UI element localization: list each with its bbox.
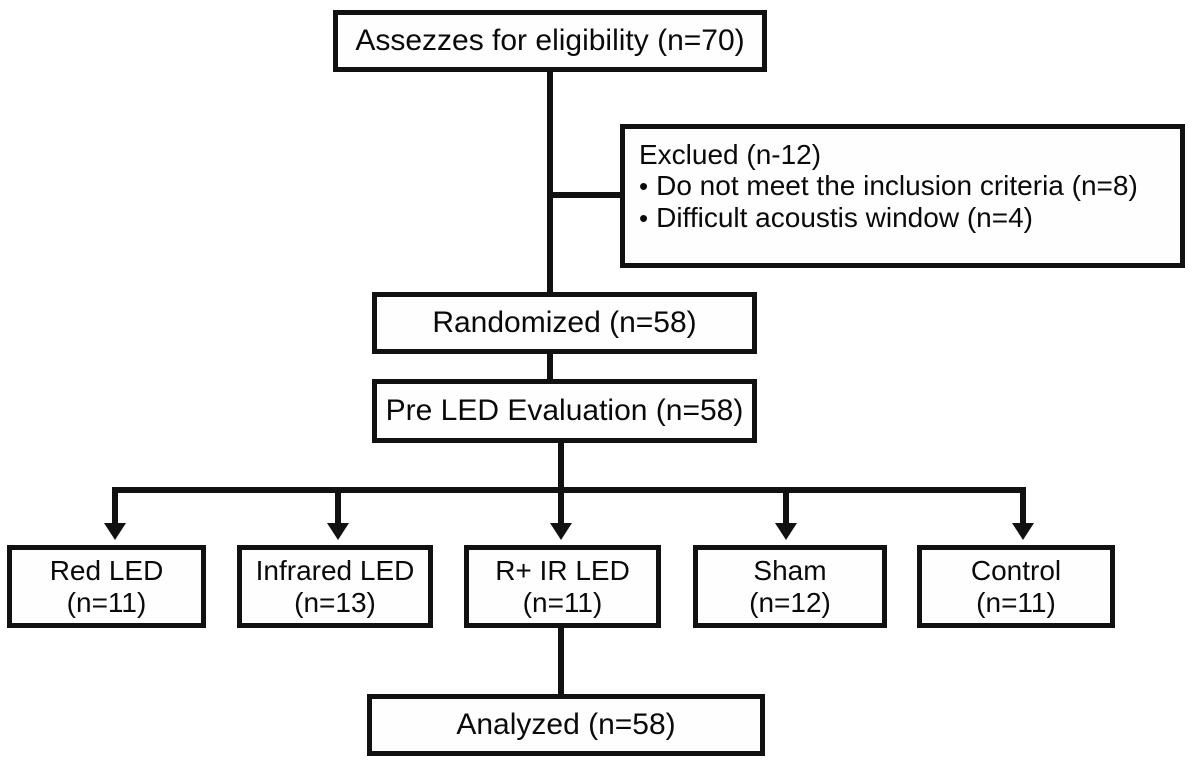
node-group-infrared-led-name: Infrared LED: [255, 555, 415, 587]
connector-branch-to-excluded: [547, 192, 623, 198]
node-group-r-ir-led-count: (n=11): [522, 586, 603, 618]
node-assessed-label: Assezzes for eligibility (n=70): [355, 24, 745, 58]
node-randomized: Randomized (n=58): [372, 292, 757, 354]
node-analyzed: Analyzed (n=58): [367, 694, 765, 756]
node-group-control-count: (n=11): [976, 586, 1056, 618]
node-group-sham: Sham (n=12): [693, 545, 887, 628]
node-group-sham-name: Sham: [753, 555, 827, 587]
node-group-control-name: Control: [970, 555, 1062, 587]
connector-randomized-to-preled: [547, 354, 553, 382]
connector-assessed-to-randomized: [547, 72, 553, 292]
allocation-distribution-bar: [112, 487, 1026, 493]
node-group-red-led: Red LED (n=11): [7, 545, 206, 628]
node-excluded-bullet-1: • Do not meet the inclusion criteria (n=…: [639, 170, 1138, 201]
node-group-r-ir-led: R+ IR LED (n=11): [464, 545, 661, 628]
node-excluded-bullet-1-label: Do not meet the inclusion criteria (n=8): [656, 170, 1138, 202]
node-excluded-bullet-2-label: Difficult acoustis window (n=4): [656, 201, 1033, 233]
node-group-control: Control (n=11): [917, 545, 1115, 628]
node-group-sham-count: (n=12): [749, 586, 831, 618]
node-excluded-bullet-2: • Difficult acoustis window (n=4): [639, 202, 1033, 233]
node-group-r-ir-led-name: R+ IR LED: [495, 555, 630, 587]
arrowhead-r-ir-led-icon: [550, 523, 572, 540]
arrowhead-control-icon: [1012, 523, 1034, 540]
node-excluded: Exclued (n-12) • Do not meet the inclusi…: [620, 124, 1185, 268]
connector-drop-control: [1020, 487, 1026, 525]
connector-preled-to-allocation-bar: [558, 443, 564, 493]
node-pre-led-evaluation-label: Pre LED Evaluation (n=58): [385, 394, 744, 428]
bullet-dot-icon: •: [639, 171, 649, 202]
connector-drop-infrared-led: [335, 487, 341, 525]
node-pre-led-evaluation: Pre LED Evaluation (n=58): [372, 379, 757, 443]
node-group-infrared-led-count: (n=13): [294, 586, 376, 618]
node-group-red-led-name: Red LED: [49, 555, 164, 587]
connector-drop-red-led: [112, 487, 118, 525]
connector-rir-to-analyzed: [558, 628, 564, 696]
node-assessed-for-eligibility: Assezzes for eligibility (n=70): [333, 10, 767, 72]
arrowhead-infrared-led-icon: [327, 523, 349, 540]
connector-drop-r-ir-led: [558, 487, 564, 525]
node-excluded-heading: Exclued (n-12): [639, 139, 822, 170]
node-group-red-led-count: (n=11): [66, 586, 147, 618]
node-randomized-label: Randomized (n=58): [432, 306, 697, 340]
arrowhead-sham-icon: [775, 523, 797, 540]
node-analyzed-label: Analyzed (n=58): [456, 708, 676, 742]
arrowhead-red-led-icon: [104, 523, 126, 540]
node-group-infrared-led: Infrared LED (n=13): [237, 545, 433, 628]
bullet-dot-icon: •: [639, 202, 649, 233]
connector-drop-sham: [783, 487, 789, 525]
